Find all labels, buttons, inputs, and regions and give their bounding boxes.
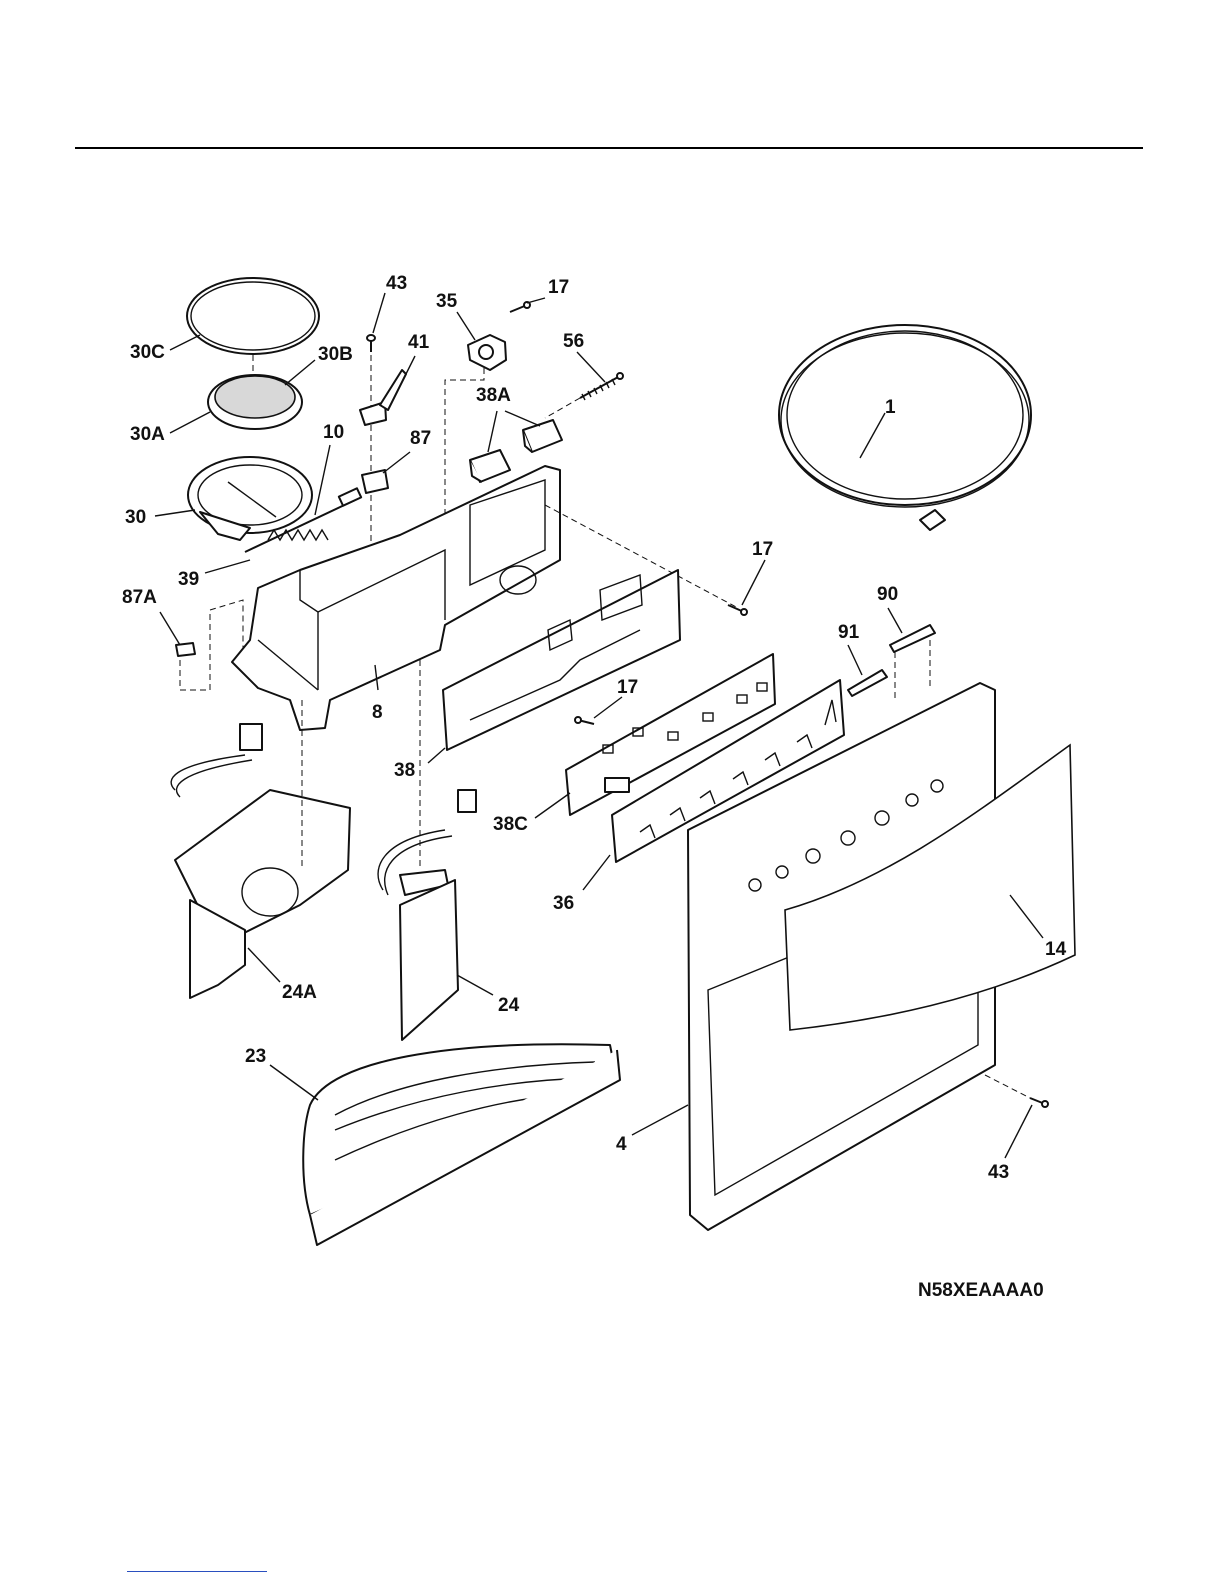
callout-91: 91 [838,622,860,643]
part-30A-30B-lens [208,355,302,429]
part-30-lamp-housing [188,457,361,552]
part-41-bracket [360,370,406,425]
part-56-screw [545,373,623,418]
callout-43-top: 43 [386,273,407,294]
callout-17-middle: 17 [617,677,638,698]
callout-38A: 38A [476,385,511,406]
part-24A-ice-chute [171,700,350,998]
part-17-screw-middle [575,717,594,724]
part-90-91-keys [848,625,935,700]
part-1-water-tube [779,325,1031,530]
callout-56: 56 [563,331,584,352]
callout-17-top: 17 [548,277,569,298]
callout-1: 1 [885,397,896,418]
callout-36: 36 [553,893,574,914]
callout-8: 8 [372,702,383,723]
part-24-water-assembly [378,790,476,1040]
bottom-link-underline[interactable] [127,1571,267,1572]
part-43-screw-top [367,335,375,545]
part-43-screw-bottom [1030,1098,1048,1107]
callout-38: 38 [394,760,415,781]
callout-35: 35 [436,291,458,312]
diagram-code: N58XEAAAA0 [918,1280,1044,1301]
part-23-drip-tray [303,1044,620,1245]
callout-30: 30 [125,507,146,528]
callout-24A: 24A [282,982,317,1003]
callout-39: 39 [178,569,199,590]
callout-23: 23 [245,1046,266,1067]
callout-17-right: 17 [752,539,773,560]
callout-87: 87 [410,428,431,449]
part-87A-clip [176,600,243,690]
part-17-screw-top [510,302,530,312]
callout-90: 90 [877,584,898,605]
callout-41: 41 [408,332,430,353]
callout-30C: 30C [130,342,165,363]
callout-14: 14 [1045,939,1067,960]
callout-30B: 30B [318,344,353,365]
callout-38C: 38C [493,814,528,835]
callout-43-bottom: 43 [988,1162,1009,1183]
part-30C-gasket [187,278,319,354]
part-87-clip [362,470,388,493]
callout-24: 24 [498,995,520,1016]
part-17-screw-right [728,605,747,615]
callout-10: 10 [323,422,344,443]
callout-4: 4 [616,1134,627,1155]
callout-30A: 30A [130,424,165,445]
callout-87A: 87A [122,587,157,608]
